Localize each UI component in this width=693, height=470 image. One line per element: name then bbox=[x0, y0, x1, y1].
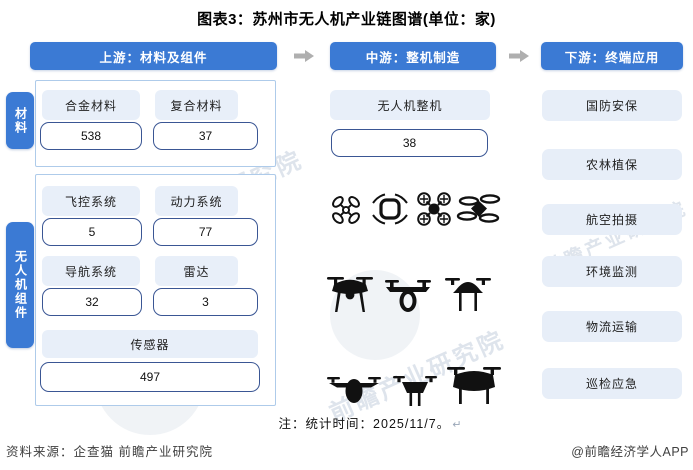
note-text: 注：统计时间：2025/11/7。↵ bbox=[24, 413, 693, 432]
item-label-sensor: 传感器 bbox=[42, 330, 258, 358]
drone-icon-camera-side bbox=[325, 268, 375, 316]
item-label-power-system: 动力系统 bbox=[155, 186, 238, 216]
drone-icon-dome-side bbox=[444, 268, 492, 316]
item-value-alloy: 538 bbox=[40, 122, 142, 150]
item-label-composite: 复合材料 bbox=[155, 90, 238, 120]
column-header-upstream: 上游：材料及组件 bbox=[30, 42, 277, 70]
side-tab-materials: 材料 bbox=[6, 92, 34, 149]
item-label-radar: 雷达 bbox=[155, 256, 238, 286]
source-text: 资料来源：企查猫 前瞻产业研究院 bbox=[6, 445, 213, 459]
app-box-agriculture: 农林植保 bbox=[542, 149, 682, 180]
column-header-midstream: 中游：整机制造 bbox=[330, 42, 496, 70]
flow-arrow-icon bbox=[508, 49, 530, 63]
drone-icon-small-legs bbox=[392, 364, 438, 408]
item-value-composite: 37 bbox=[153, 122, 258, 150]
item-label-navigation: 导航系统 bbox=[42, 256, 140, 286]
item-value-navigation: 32 bbox=[42, 288, 142, 316]
drone-icon-gimbal-side bbox=[384, 272, 432, 316]
drone-icon-quad-hub bbox=[414, 188, 454, 230]
app-box-aerial-photo: 航空拍摄 bbox=[542, 204, 682, 235]
flow-arrow-icon bbox=[293, 49, 315, 63]
credit-text: @前瞻经济学人APP bbox=[571, 445, 689, 459]
column-header-downstream: 下游：终端应用 bbox=[541, 42, 683, 70]
item-value-sensor: 497 bbox=[40, 362, 260, 392]
item-label-alloy: 合金材料 bbox=[42, 90, 140, 120]
drone-icon-quad-square bbox=[370, 188, 410, 230]
app-box-inspection: 巡检应急 bbox=[542, 368, 682, 399]
drone-icon-wide-quad bbox=[446, 360, 502, 408]
return-mark-icon: ↵ bbox=[452, 419, 463, 431]
item-value-power-system: 77 bbox=[153, 218, 258, 246]
item-value-whole-drone: 38 bbox=[331, 129, 488, 157]
drone-icon-manta-side bbox=[325, 366, 383, 406]
drone-icon-quad-x bbox=[328, 190, 364, 230]
drone-icon-quad-rings bbox=[456, 190, 502, 230]
app-box-defense: 国防安保 bbox=[542, 90, 682, 121]
chart-title: 图表3：苏州市无人机产业链图谱(单位：家) bbox=[197, 11, 496, 28]
item-value-radar: 3 bbox=[153, 288, 258, 316]
item-label-whole-drone: 无人机整机 bbox=[330, 90, 490, 120]
note-body: 注：统计时间：2025/11/7。 bbox=[278, 417, 451, 431]
app-box-environment: 环境监测 bbox=[542, 256, 682, 287]
app-box-logistics: 物流运输 bbox=[542, 311, 682, 342]
item-label-flight-control: 飞控系统 bbox=[42, 186, 140, 216]
item-value-flight-control: 5 bbox=[42, 218, 142, 246]
side-tab-components: 无人机组件 bbox=[6, 222, 34, 348]
